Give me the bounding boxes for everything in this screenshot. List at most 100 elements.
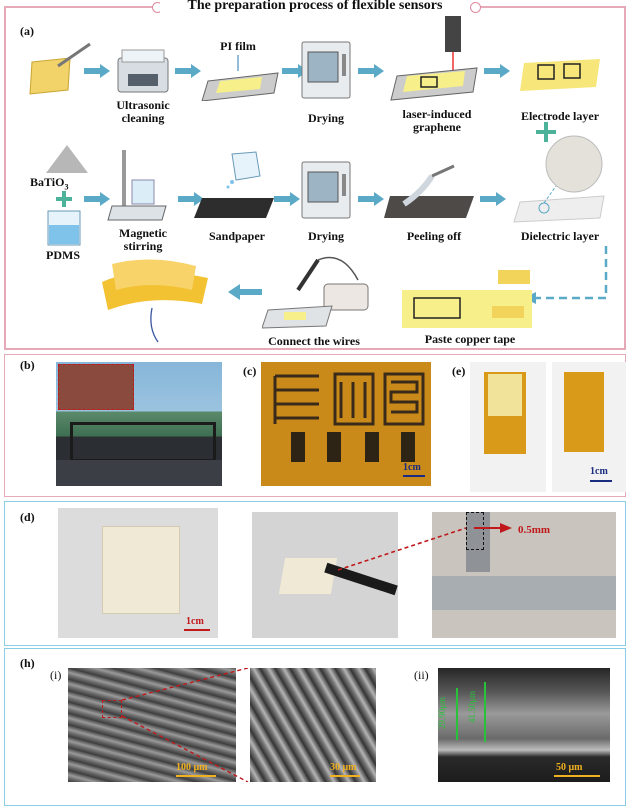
scale-label-d: 1cm — [186, 616, 204, 627]
panel-d-label: (d) — [20, 510, 35, 524]
caption-ultrasonic-line2: cleaning — [121, 111, 165, 125]
panel-h — [4, 648, 626, 806]
scale-bar-h1 — [176, 775, 216, 777]
pdms-beaker-illustration — [47, 210, 81, 246]
caption-laser-line1: laser-induced — [402, 107, 472, 121]
measurement-label-1: 29.90μm — [438, 696, 448, 730]
pouring-beaker-illustration — [226, 151, 261, 189]
caption-pdms: PDMS — [46, 248, 80, 262]
arrow-icon — [178, 192, 204, 206]
peeling-off-illustration — [384, 164, 474, 218]
laser-machine-photo — [56, 362, 222, 486]
electrode-layer-illustration — [520, 59, 600, 91]
caption-paste: Paste copper tape — [424, 332, 516, 346]
caption-magnetic: Magnetic stirring — [108, 227, 178, 253]
pi-film-illustration — [201, 55, 279, 101]
panel-h-label: (h) — [20, 656, 35, 670]
panel-b-label: (b) — [20, 358, 35, 372]
sem-surface-high-mag: 30 μm — [250, 668, 376, 782]
scale-label-h2: 30 μm — [330, 762, 357, 773]
batio3-powder-illustration — [46, 145, 88, 173]
electrode-patterns-drawing — [273, 372, 425, 462]
caption-batio3: BaTiO3 — [30, 176, 90, 193]
caption-laser-line2: graphene — [413, 120, 461, 134]
caliper-photo — [432, 512, 616, 638]
machine-closeup-inset — [58, 364, 134, 410]
caption-pi-film: PI film — [220, 39, 256, 53]
ultrasonic-cleaner-illustration — [117, 49, 169, 93]
figure-title: The preparation process of flexible sens… — [160, 0, 470, 15]
drying-oven-illustration — [301, 161, 351, 219]
panel-a-label: (a) — [20, 24, 34, 38]
zoom-connector-lines — [121, 668, 249, 782]
thickness-label: 0.5mm — [518, 524, 551, 536]
measurement-line-2 — [484, 682, 486, 742]
sem-surface-low-mag: 100 μm — [68, 668, 236, 782]
measurement-line-1 — [456, 688, 458, 740]
dielectric-sample — [102, 526, 180, 614]
arrow-icon — [175, 64, 201, 78]
caption-electrode: Electrode layer — [520, 109, 600, 123]
soldering-station-illustration — [262, 256, 369, 329]
dielectric-sample-photo: 1cm — [58, 508, 218, 638]
caption-ultrasonic: Ultrasonic cleaning — [103, 99, 183, 125]
arrow-icon — [282, 64, 308, 78]
caption-drying-2: Drying — [308, 229, 344, 243]
caption-magnetic-line1: Magnetic — [119, 226, 167, 240]
sensor-photo-1 — [470, 362, 546, 492]
dielectric-layer-illustration — [513, 122, 605, 223]
plus-icon — [56, 191, 72, 207]
arrow-icon — [358, 64, 384, 78]
panel-d — [4, 501, 626, 646]
zoom-region-box — [102, 700, 122, 718]
dashed-pointer-arrow — [337, 523, 512, 571]
laser-engraving-illustration — [390, 16, 478, 101]
title-right-dot — [470, 2, 481, 13]
caption-connect: Connect the wires — [268, 334, 360, 348]
arrow-icon — [484, 64, 510, 78]
machine-frame — [70, 422, 216, 462]
scale-label-h1: 100 μm — [176, 762, 208, 773]
caliper-highlight-box — [466, 512, 484, 550]
caption-ultrasonic-line1: Ultrasonic — [116, 98, 170, 112]
caption-drying-1: Drying — [308, 111, 344, 125]
sensor-2-body — [564, 372, 604, 452]
measurement-label-2: 41.50μm — [467, 690, 478, 724]
left-arrow-icon — [228, 284, 262, 300]
arrow-icon — [84, 64, 110, 78]
caption-laser: laser-induced graphene — [392, 108, 482, 134]
scale-bar-h3 — [554, 775, 600, 777]
scale-bar-d — [184, 629, 210, 631]
electrode-patterns-photo: 1cm — [261, 362, 431, 486]
magnetic-stirrer-illustration — [107, 150, 167, 221]
arrow-icon — [274, 192, 300, 206]
dashed-return-arrow — [524, 246, 608, 304]
caliper-ruler — [432, 576, 616, 610]
scale-bar-c — [403, 475, 425, 477]
scale-bar-e — [590, 480, 612, 482]
panel-c-label: (c) — [243, 364, 257, 378]
sensor-photo-2: 1cm — [552, 362, 626, 492]
arrow-icon — [480, 192, 506, 206]
paste-copper-tape-illustration — [402, 270, 532, 328]
sem-cross-section: 29.90μm 41.50μm 50 μm — [438, 668, 610, 782]
scale-label-c: 1cm — [403, 462, 421, 473]
caption-peeling: Peeling off — [406, 229, 462, 243]
sensor-1-top-layer — [488, 374, 522, 416]
arrow-icon — [84, 192, 110, 206]
arrow-icon — [358, 192, 384, 206]
tweezers-pi-film-illustration — [29, 42, 91, 95]
caption-dielectric: Dielectric layer — [520, 229, 600, 243]
caliper-jaw — [466, 512, 490, 572]
drying-oven-illustration — [301, 41, 351, 99]
machine-base — [56, 460, 222, 486]
panel-e-label: (e) — [452, 364, 466, 378]
caption-batio3-sub: 3 — [64, 182, 69, 192]
sandpaper-illustration — [194, 198, 274, 218]
scale-bar-h2 — [330, 775, 360, 777]
flexible-sensor-illustration — [102, 259, 208, 343]
sub-i-label: (i) — [50, 668, 62, 682]
sub-ii-label: (ii) — [414, 668, 429, 682]
scale-label-h3: 50 μm — [556, 762, 583, 773]
caption-sandpaper: Sandpaper — [208, 229, 266, 243]
